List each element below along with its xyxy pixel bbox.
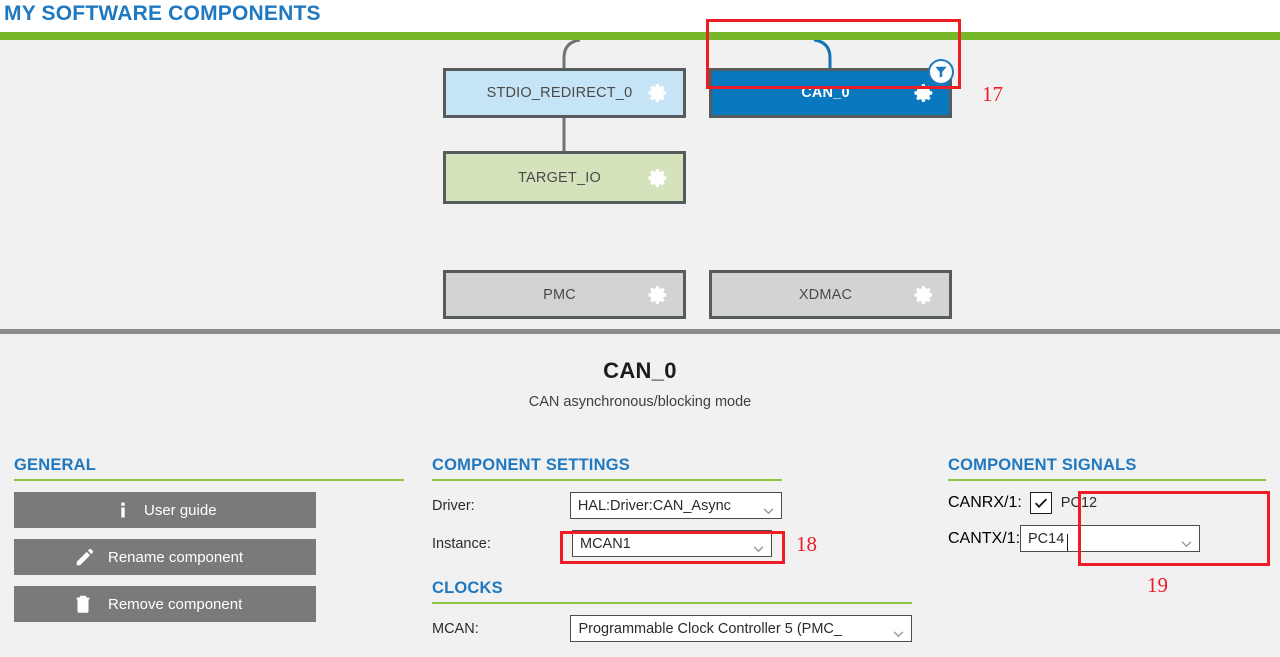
detail-subtitle: CAN asynchronous/blocking mode (528, 394, 752, 410)
mcan-clock-combobox[interactable]: Programmable Clock Controller 5 (PMC_ (570, 615, 912, 642)
annotation-highlight-signals (1078, 491, 1270, 566)
button-label: Rename component (108, 548, 244, 566)
rename-component-button[interactable]: Rename component (14, 539, 316, 575)
checkbox-checked-icon[interactable] (1029, 492, 1052, 514)
component-label: PMC (543, 286, 576, 303)
connector-wires (562, 40, 832, 151)
component-label: STDIO_REDIRECT_0 (486, 85, 633, 101)
driver-value: HAL:Driver:CAN_Async (577, 497, 731, 514)
gear-icon[interactable] (913, 284, 935, 306)
info-icon (112, 499, 134, 521)
component-detail-panel: CAN_0 CAN asynchronous/blocking mode GEN… (0, 334, 1280, 657)
annotation-number-17: 17 (982, 82, 1003, 106)
instance-label: Instance: (432, 535, 491, 552)
annotation-number-19: 19 (1147, 573, 1168, 597)
gear-icon[interactable] (647, 284, 669, 306)
component-block-pmc[interactable]: PMC (443, 270, 686, 319)
remove-component-button[interactable]: Remove component (14, 586, 316, 622)
detail-title: CAN_0 (603, 358, 677, 383)
driver-label: Driver: (432, 497, 475, 514)
section-component-signals: COMPONENT SIGNALS CANRX/1: PC12 CANTX/1:… (948, 456, 1266, 552)
cantx-label: CANTX/1: (948, 529, 1021, 547)
component-label: TARGET_IO (518, 169, 601, 186)
instance-combobox[interactable]: MCAN1 (572, 530, 772, 557)
field-row-driver: Driver: HAL:Driver:CAN_Async (432, 492, 782, 519)
section-underline (948, 479, 1266, 481)
component-block-stdio-redirect-0[interactable]: STDIO_REDIRECT_0 (443, 68, 686, 118)
cantx-pin-combobox[interactable]: PC14 (1020, 525, 1201, 552)
page-header: MY SOFTWARE COMPONENTS (0, 0, 1280, 32)
pencil-icon (74, 546, 96, 568)
section-general: GENERAL User guide Rename component Remo… (14, 456, 404, 622)
components-canvas: STDIO_REDIRECT_0 CAN_0 TARGET_IO PMC (0, 40, 1280, 330)
mcan-clock-label: MCAN: (432, 620, 479, 637)
page-title: MY SOFTWARE COMPONENTS (4, 2, 321, 25)
component-label: CAN_0 (801, 85, 850, 101)
gear-icon[interactable] (647, 82, 669, 104)
instance-value: MCAN1 (580, 535, 631, 552)
section-clocks: CLOCKS MCAN: Programmable Clock Controll… (432, 579, 912, 642)
header-green-rule (0, 32, 1280, 40)
annotation-highlight-instance (560, 531, 785, 564)
filter-icon[interactable] (928, 59, 954, 85)
section-heading-general: GENERAL (14, 456, 97, 474)
mcan-clock-value: Programmable Clock Controller 5 (PMC_ (578, 620, 842, 637)
chevron-down-icon (763, 503, 774, 514)
chevron-down-icon (753, 541, 764, 552)
section-underline (432, 479, 782, 481)
field-row-mcan-clock: MCAN: Programmable Clock Controller 5 (P… (432, 615, 912, 642)
chevron-down-icon (893, 626, 904, 637)
annotation-number-18: 18 (796, 532, 817, 556)
component-block-xdmac[interactable]: XDMAC (709, 270, 952, 319)
component-label: XDMAC (798, 286, 853, 303)
trash-icon (72, 593, 94, 615)
section-heading-component-settings: COMPONENT SETTINGS (432, 456, 630, 474)
component-block-target-io[interactable]: TARGET_IO (443, 151, 686, 204)
button-label: Remove component (108, 595, 243, 613)
panel-divider (0, 329, 1280, 334)
annotation-highlight-can-block (706, 19, 961, 89)
section-underline (432, 602, 912, 604)
button-label: User guide (144, 501, 217, 519)
cantx-pin-value: PC14 (1028, 530, 1069, 551)
driver-combobox[interactable]: HAL:Driver:CAN_Async (569, 492, 782, 519)
field-row-instance: Instance: MCAN1 (432, 530, 782, 557)
canrx-label: CANRX/1: (948, 494, 1022, 511)
section-underline (14, 479, 404, 481)
gear-icon[interactable] (647, 167, 669, 189)
user-guide-button[interactable]: User guide (14, 492, 316, 528)
section-component-settings: COMPONENT SETTINGS Driver: HAL:Driver:CA… (432, 456, 782, 557)
signal-row-cantx: CANTX/1: PC14 (948, 525, 1266, 552)
section-heading-component-signals: COMPONENT SIGNALS (948, 456, 1137, 474)
section-heading-clocks: CLOCKS (432, 579, 503, 597)
chevron-down-icon (1181, 536, 1192, 547)
